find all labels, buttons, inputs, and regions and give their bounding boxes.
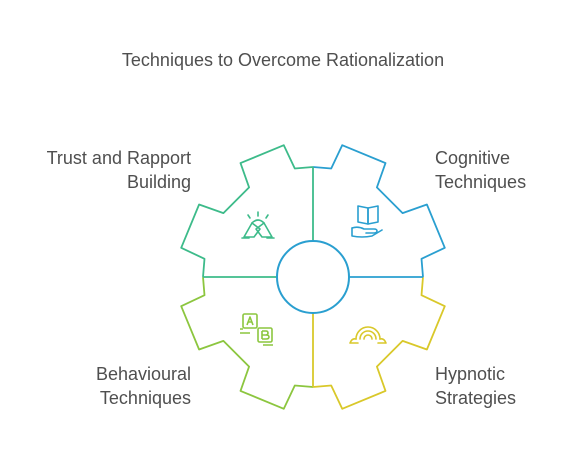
label-hypnotic: Hypnotic Strategies bbox=[435, 362, 516, 410]
label-line: Techniques bbox=[99, 388, 191, 408]
handshake-icon bbox=[241, 211, 275, 239]
label-line: Strategies bbox=[435, 388, 517, 408]
label-line: Behavioural bbox=[95, 364, 191, 384]
gear-quadrant-hypnotic bbox=[312, 276, 446, 410]
rainbow-icon bbox=[349, 326, 387, 344]
label-cognitive: Cognitive Techniques bbox=[435, 146, 526, 194]
label-behavioural: Behavioural Techniques bbox=[96, 362, 191, 410]
label-line: Cognitive bbox=[435, 148, 511, 168]
label-line: Hypnotic bbox=[435, 364, 506, 384]
gear-quadrant-trust bbox=[180, 144, 314, 278]
label-line: Building bbox=[126, 172, 191, 192]
ab-blocks-icon bbox=[240, 313, 273, 346]
gear-hub bbox=[276, 240, 350, 314]
label-trust-rapport: Trust and Rapport Building bbox=[47, 146, 191, 194]
diagram-title: Techniques to Overcome Rationalization bbox=[121, 50, 445, 70]
label-line: Techniques bbox=[435, 172, 527, 192]
label-line: Trust and Rapport bbox=[46, 148, 191, 168]
book-hand-icon bbox=[351, 205, 383, 238]
gear-quadrant-cognitive bbox=[312, 144, 446, 278]
gear-quadrant-behavioural bbox=[180, 276, 314, 410]
